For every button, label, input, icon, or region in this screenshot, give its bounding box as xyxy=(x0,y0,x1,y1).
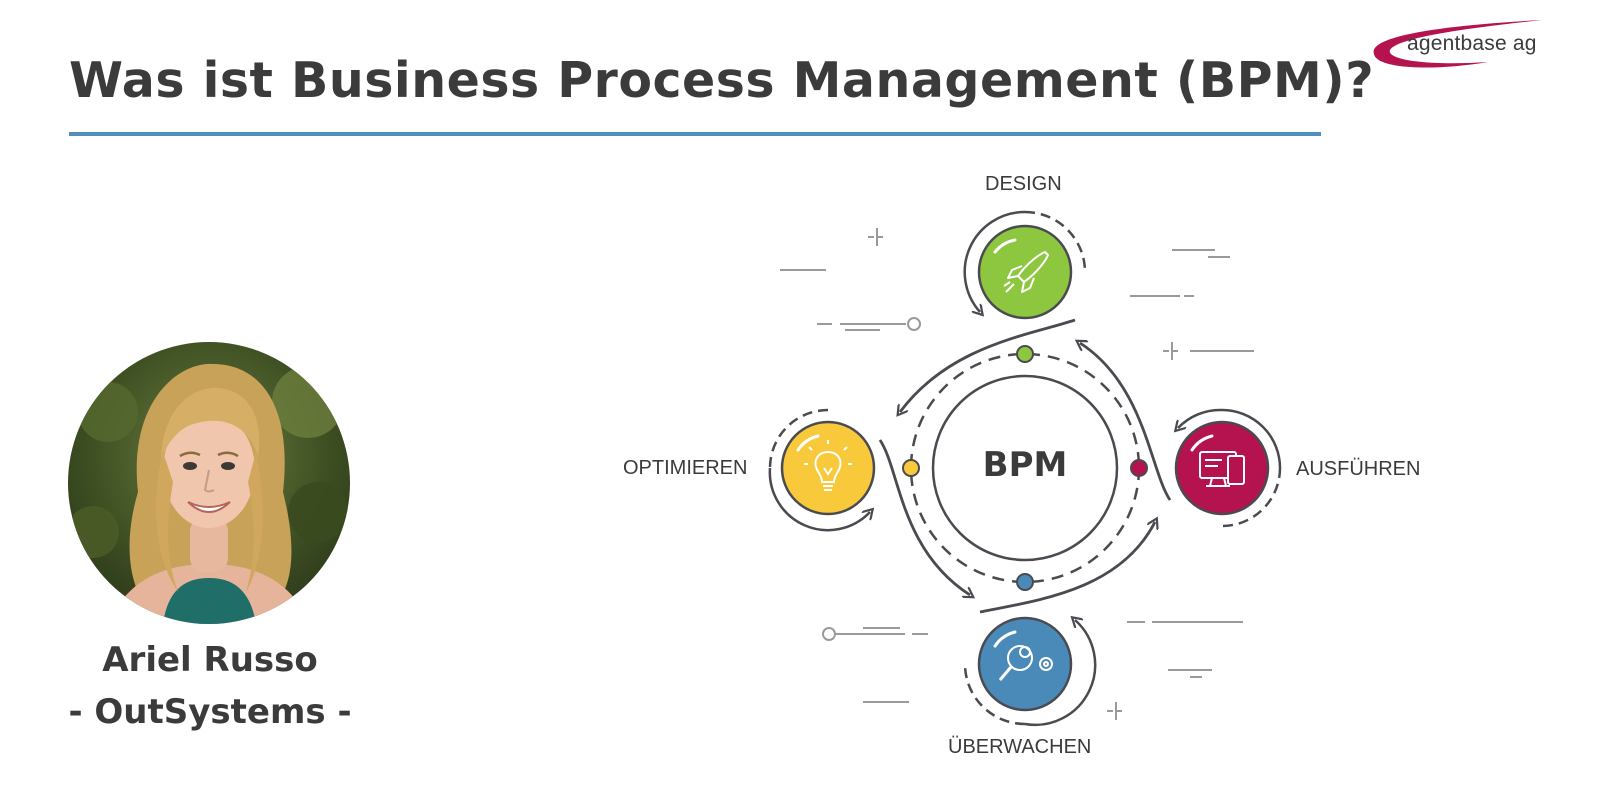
logo-text: agentbase ag xyxy=(1407,32,1537,55)
dot-optimieren xyxy=(902,459,920,477)
stage-label-optimieren: OPTIMIEREN xyxy=(623,457,748,479)
speaker-company: - OutSystems - xyxy=(68,692,352,732)
rocket-icon xyxy=(1003,251,1049,293)
dot-ueberwachen xyxy=(1016,573,1034,591)
stage-ausfuehren-node xyxy=(1176,408,1282,528)
flow-arc-design-to-optimieren xyxy=(900,318,1076,412)
company-logo xyxy=(1373,20,1542,68)
title-underline xyxy=(69,132,1321,136)
speaker-photo xyxy=(68,342,350,624)
magnifier-gears-icon xyxy=(998,645,1053,681)
lightbulb-icon xyxy=(804,440,852,491)
dot-design xyxy=(1016,345,1034,363)
dot-ausfuehren xyxy=(1130,459,1148,477)
flow-arc-ausfuehren-to-design xyxy=(1080,343,1172,501)
stage-ueberwachen-node xyxy=(963,618,1097,727)
bpm-cycle-diagram xyxy=(768,210,1282,727)
flow-arc-optimieren-to-ueberwachen xyxy=(878,439,970,595)
center-circle xyxy=(931,374,1119,562)
monitor-tablet-icon xyxy=(1199,451,1245,487)
stage-design-node xyxy=(963,210,1087,320)
flow-arc-ueberwachen-to-ausfuehren xyxy=(979,522,1155,614)
center-label-bpm: BPM xyxy=(982,445,1068,485)
stage-label-ausfuehren: AUSFÜHREN xyxy=(1296,458,1421,480)
stage-label-design: DESIGN xyxy=(985,173,1062,195)
decorative-lines xyxy=(780,228,1254,720)
stage-optimieren-node xyxy=(768,408,876,532)
speaker-name: Ariel Russo xyxy=(102,640,318,680)
page-title: Was ist Business Process Management (BPM… xyxy=(69,52,1375,109)
stage-label-ueberwachen: ÜBERWACHEN xyxy=(948,736,1092,758)
